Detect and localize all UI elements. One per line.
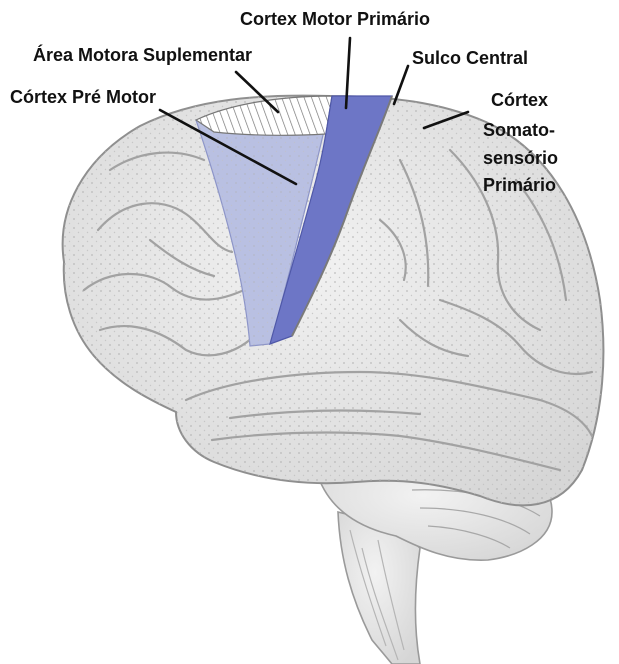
label-cortex-somatossensorio-line2: Somato- <box>483 120 555 140</box>
label-cortex-somatossensorio-line3: sensório <box>483 148 558 168</box>
label-cortex-somatossensorio-line1: Córtex <box>491 90 548 110</box>
label-cortex-motor-primario: Cortex Motor Primário <box>240 9 430 29</box>
label-area-motora-suplementar: Área Motora Suplementar <box>33 44 252 65</box>
label-cortex-somatossensorio-line4: Primário <box>483 175 556 195</box>
leader-sulco-central <box>394 66 408 104</box>
label-cortex-pre-motor: Córtex Pré Motor <box>10 87 156 107</box>
label-sulco-central: Sulco Central <box>412 48 528 68</box>
